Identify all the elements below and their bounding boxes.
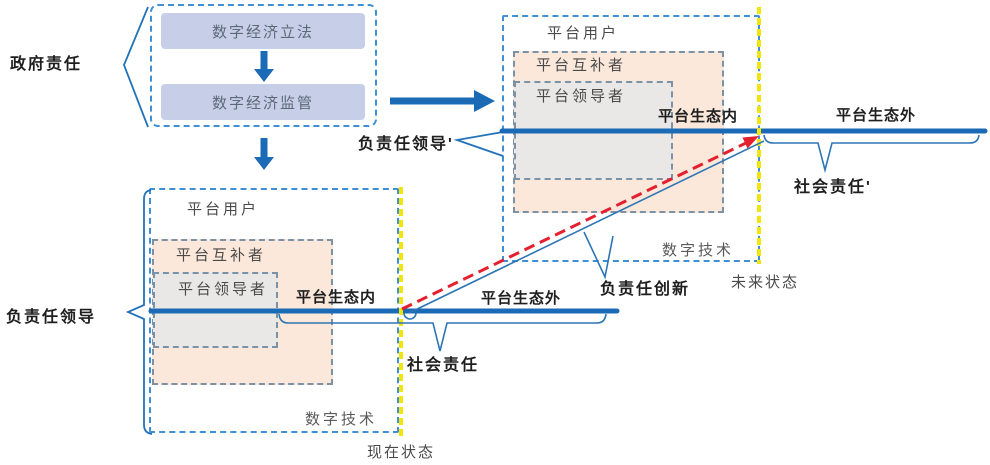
current-state-label: 现在状态	[367, 444, 436, 461]
responsible-innovation-label: 负责任创新	[600, 281, 691, 298]
future-social-responsibility-brace	[763, 134, 980, 174]
current-responsible-leadership-label: 负责任领导	[6, 309, 97, 326]
down-arrow-icon	[254, 138, 274, 170]
current-ecosystem-outside-label: 平台生态外	[481, 290, 562, 307]
legislation-label: 数字经济立法	[211, 23, 314, 41]
future-digital-technology-label: 数字技术	[662, 242, 735, 259]
future-leadership-brace	[453, 131, 504, 157]
government-responsibility-label: 政府责任	[10, 56, 83, 73]
future-platform-complementors-label: 平台互补者	[536, 57, 627, 74]
future-platform-users-label: 平台用户	[547, 25, 620, 42]
current-digital-technology-label: 数字技术	[305, 411, 378, 428]
future-platform-leaders-label: 平台领导者	[536, 88, 627, 105]
current-social-responsibility-label: 社会责任	[407, 357, 480, 374]
future-responsible-leadership-label: 负责任领导'	[358, 136, 454, 153]
current-platform-complementors-label: 平台互补者	[176, 247, 267, 264]
future-ecosystem-outside-label: 平台生态外	[836, 107, 917, 124]
current-line-arc-marker	[403, 312, 417, 320]
future-social-responsibility-label: 社会责任'	[794, 179, 872, 196]
right-arrow-icon	[390, 90, 495, 112]
regulation-label: 数字经济监管	[211, 94, 314, 112]
digital-economy-regulation-box: 数字经济监管	[161, 84, 365, 120]
future-state-label: 未来状态	[731, 274, 800, 291]
digital-economy-legislation-box: 数字经济立法	[161, 13, 365, 49]
future-ecosystem-inside-label: 平台生态内	[658, 108, 739, 125]
current-platform-leaders-label: 平台领导者	[178, 281, 269, 298]
current-ecosystem-inside-label: 平台生态内	[296, 289, 377, 306]
government-brace	[123, 6, 149, 128]
current-platform-users-label: 平台用户	[187, 201, 260, 218]
